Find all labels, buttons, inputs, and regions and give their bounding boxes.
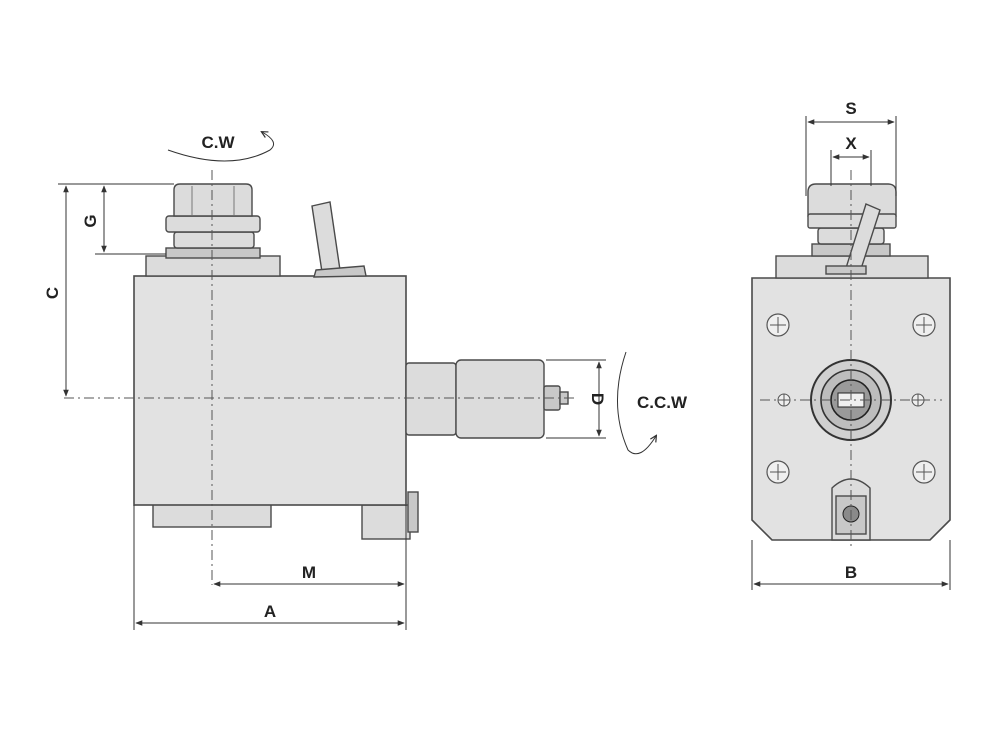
mounting-hole <box>912 313 936 337</box>
front-nut-washer <box>807 213 897 229</box>
front-view: S X B <box>751 99 951 590</box>
cw-rotation-arrow <box>167 132 275 162</box>
main-body <box>133 275 407 506</box>
nozzle-base <box>313 265 367 278</box>
dimension-g-label: G <box>81 214 100 227</box>
top-collar <box>165 247 261 259</box>
mounting-hole <box>766 460 790 484</box>
front-collet-nut <box>807 183 897 217</box>
dimension-b-label: B <box>845 563 857 582</box>
dimension-s-label: S <box>845 99 856 118</box>
mounting-hole <box>912 460 936 484</box>
coolant-nozzle <box>311 201 341 273</box>
ccw-rotation-arrow <box>616 351 656 455</box>
side-key <box>407 491 419 533</box>
dimension-a-label: A <box>264 602 276 621</box>
dimension-d-label: D <box>588 393 607 405</box>
rotation-ccw-label: C.C.W <box>637 393 688 412</box>
spindle-housing <box>405 362 457 436</box>
front-nozzle-base <box>825 265 867 275</box>
collet-ring <box>173 231 255 249</box>
side-view: G C D M A C.W C.C.W <box>43 132 688 630</box>
dimension-x-label: X <box>845 134 857 153</box>
rotation-cw-label: C.W <box>201 133 235 152</box>
dimension-m-label: M <box>302 563 316 582</box>
collet-nut <box>173 183 253 217</box>
dimension-c-label: C <box>43 287 62 299</box>
top-flange <box>145 255 281 277</box>
collet-washer <box>165 215 261 233</box>
mounting-hole <box>766 313 790 337</box>
spindle-body <box>455 359 545 439</box>
bottom-key-block <box>361 504 411 540</box>
